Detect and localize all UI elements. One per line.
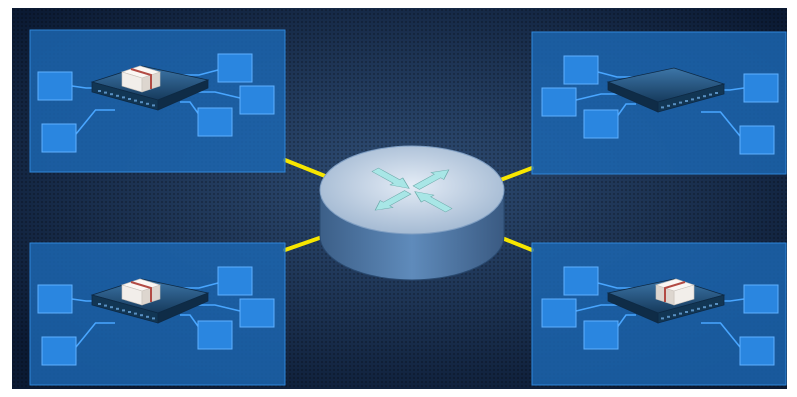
network-link xyxy=(701,322,741,348)
router-arrow xyxy=(414,191,453,213)
package-icon xyxy=(121,278,161,306)
host-node xyxy=(217,266,253,296)
network-link xyxy=(180,101,201,117)
network-segments xyxy=(29,29,787,386)
host-node xyxy=(197,320,233,350)
host-node xyxy=(37,284,73,314)
router-arrow xyxy=(412,169,450,190)
host-node xyxy=(37,71,73,101)
segment-bottom-right xyxy=(531,242,787,386)
host-node xyxy=(541,298,577,328)
host-node xyxy=(197,107,233,137)
segment-top-left xyxy=(29,29,286,173)
segment-bottom-left xyxy=(29,242,286,386)
uplink-line xyxy=(283,158,332,180)
host-node xyxy=(239,85,275,115)
host-node xyxy=(217,53,253,83)
router-arrow xyxy=(371,167,410,189)
network-link xyxy=(75,109,115,135)
host-node xyxy=(739,336,775,366)
host-node xyxy=(563,55,599,85)
host-node xyxy=(583,109,619,139)
host-node xyxy=(239,298,275,328)
host-node xyxy=(41,123,77,153)
uplink-line xyxy=(283,234,327,252)
host-node xyxy=(41,336,77,366)
network-link xyxy=(75,322,115,348)
network-link xyxy=(615,314,636,330)
host-node xyxy=(743,284,779,314)
router-icon xyxy=(319,145,505,281)
segment-top-right xyxy=(531,31,787,175)
package-icon xyxy=(655,278,695,306)
network-link xyxy=(701,111,741,137)
network-link xyxy=(615,103,636,119)
host-node xyxy=(541,87,577,117)
switch-icon xyxy=(90,65,210,111)
switch-icon xyxy=(606,67,726,113)
host-node xyxy=(583,320,619,350)
router-arrow xyxy=(374,190,412,211)
host-node xyxy=(743,73,779,103)
host-node xyxy=(563,266,599,296)
network-link xyxy=(180,314,201,330)
package-icon xyxy=(121,65,161,93)
router-top xyxy=(319,145,505,235)
host-node xyxy=(739,125,775,155)
